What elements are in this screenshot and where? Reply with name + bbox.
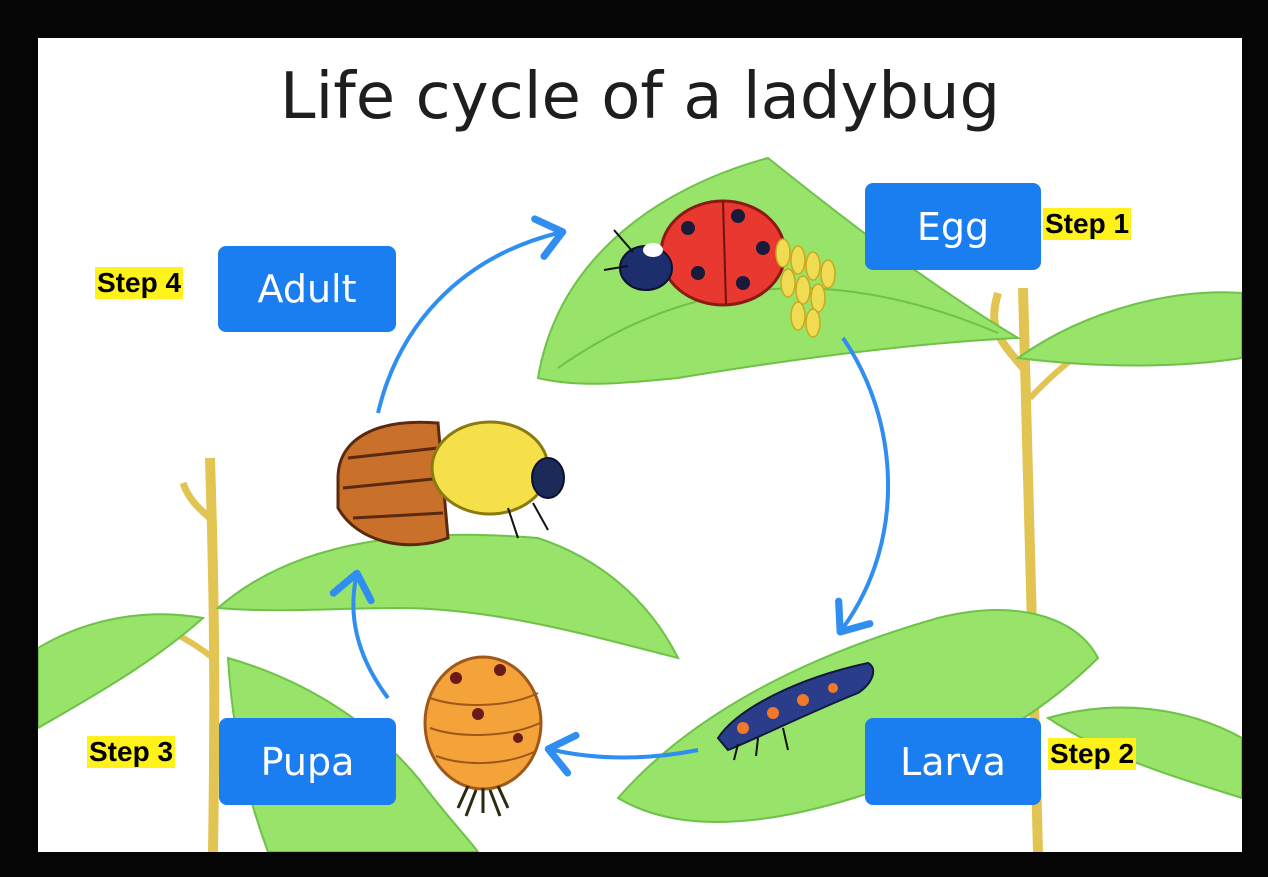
stage-label-adult: Adult [258,267,357,311]
stage-label-egg: Egg [917,205,989,249]
stage-label-pupa: Pupa [261,740,355,784]
stage-box-adult: Adult [218,246,396,332]
left-leaf [38,614,203,728]
arrow-egg-to-larva [843,338,888,628]
arrow-adult-to-egg [378,233,558,413]
step-label-2: Step 2 [1048,738,1136,770]
step-label-1: Step 1 [1043,208,1131,240]
stage-box-egg: Egg [865,183,1041,270]
diagram-title: Life cycle of a ladybug [38,60,1242,134]
step-label-4: Step 4 [95,267,183,299]
middle-leaf [218,535,678,658]
stage-box-larva: Larva [865,718,1041,805]
stage-label-larva: Larva [900,740,1006,784]
pupa-illustration [425,657,541,816]
emerging-adult-illustration [338,422,564,545]
stage-box-pupa: Pupa [219,718,396,805]
step-label-3: Step 3 [87,736,175,768]
diagram-canvas: Life cycle of a ladybug Egg Step 1 Larva… [38,38,1242,852]
right-leaf [1018,292,1242,365]
